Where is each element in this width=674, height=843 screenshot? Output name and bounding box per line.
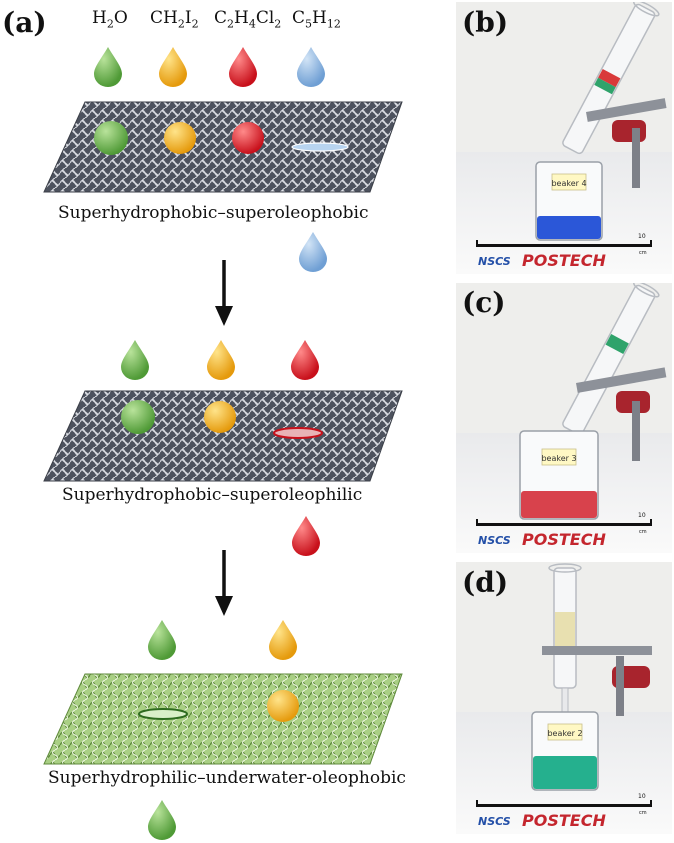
- water-drop-icon: [94, 47, 122, 87]
- scalebar-brand-right: POSTECH: [522, 811, 606, 830]
- scalebar-end-tick: 10: [638, 512, 646, 519]
- photo-panel-d: beaker 2 NSCS POSTECH 10 cm: [456, 562, 672, 834]
- mesh-superhydrophilic: [43, 673, 403, 765]
- arrow-down-icon: [215, 550, 233, 616]
- dichloroethane-passed-drop-icon: [292, 516, 320, 556]
- formula-diiodomethane: CH2I2: [150, 8, 199, 31]
- scalebar-brand-left: NSCS: [478, 534, 511, 547]
- diiodomethane-drop-icon: [159, 47, 187, 87]
- scalebar-brand-right: POSTECH: [522, 251, 606, 270]
- pentane-passed-drop-icon: [299, 232, 327, 272]
- scalebar-brand-left: NSCS: [478, 815, 511, 828]
- caption-state-3: Superhydrophilic–underwater-oleophobic: [48, 768, 406, 788]
- caption-state-2: Superhydrophobic–superoleophilic: [62, 485, 363, 505]
- pentane-drop-icon: [297, 47, 325, 87]
- beaker-label-d: beaker 2: [547, 729, 582, 738]
- dichloroethane-drop-icon: [291, 340, 319, 380]
- diiodomethane-drop-icon: [269, 620, 297, 660]
- arrow-down-icon: [215, 260, 233, 326]
- photo-panel-b: beaker 4 NSCS POSTECH 10 cm: [456, 2, 672, 274]
- water-drop-icon: [148, 620, 176, 660]
- diiodomethane-drop-icon: [207, 340, 235, 380]
- dichloroethane-drop-icon: [229, 47, 257, 87]
- scalebar-unit: cm: [639, 250, 647, 256]
- mesh-superoleophobic: [43, 101, 403, 193]
- panel-d-label: (d): [462, 566, 509, 599]
- photo-panel-c: beaker 3 NSCS POSTECH 10 cm: [456, 283, 672, 553]
- scalebar-end-tick: 10: [638, 233, 646, 240]
- mesh1-drops: [94, 121, 349, 155]
- scalebar-brand-right: POSTECH: [522, 530, 606, 549]
- panel-c-label: (c): [462, 286, 506, 319]
- panel-a-label: (a): [2, 6, 47, 39]
- scalebar-unit: cm: [639, 810, 647, 816]
- scalebar-end-tick: 10: [638, 793, 646, 800]
- scalebar-unit: cm: [639, 529, 647, 535]
- beaker-label-b: beaker 4: [551, 179, 586, 188]
- panel-b-label: (b): [462, 6, 509, 39]
- scalebar-brand-left: NSCS: [478, 255, 511, 268]
- formula-pentane: C5H12: [292, 8, 341, 31]
- formula-dichloroethane: C2H4Cl2: [214, 8, 282, 31]
- water-drop-icon: [121, 340, 149, 380]
- beaker-label-c: beaker 3: [541, 454, 576, 463]
- caption-state-1: Superhydrophobic–superoleophobic: [58, 203, 369, 223]
- mesh-superoleophilic: [43, 390, 403, 482]
- water-passed-drop-icon: [148, 800, 176, 840]
- formula-water: H2O: [92, 8, 128, 31]
